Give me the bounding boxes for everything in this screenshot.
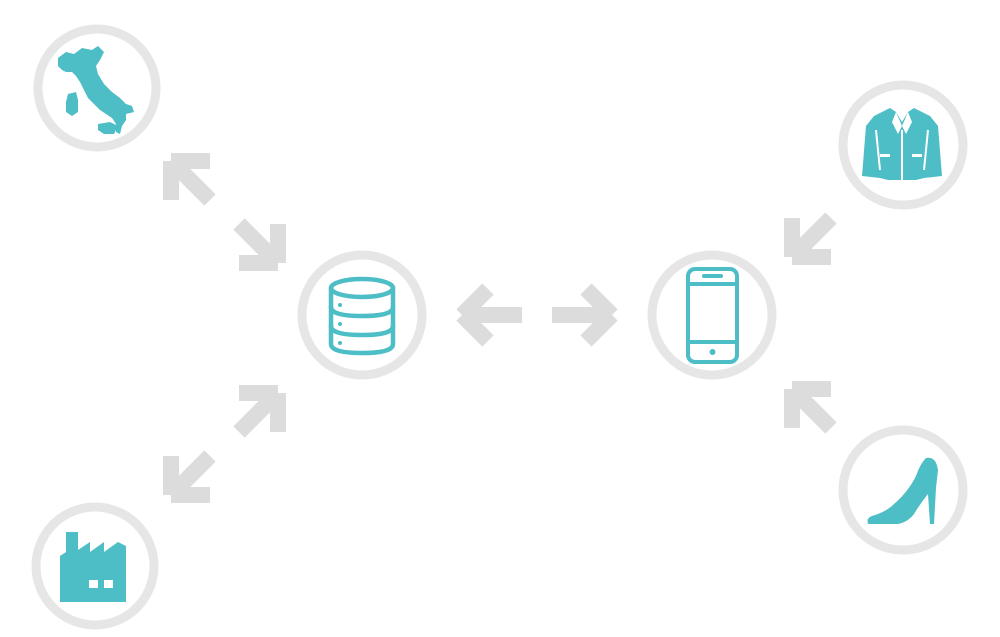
smartphone-icon	[686, 267, 739, 364]
arrow-jacket-to-smartphone	[784, 212, 837, 265]
ring	[838, 425, 968, 555]
node-database	[297, 250, 427, 380]
nodes	[31, 24, 968, 630]
arrow-factory-to-database-forward	[233, 385, 286, 438]
ring	[297, 250, 427, 380]
ring	[838, 80, 968, 210]
node-factory	[31, 502, 159, 630]
arrows	[163, 153, 837, 503]
arrow-database-to-smartphone-right	[552, 283, 618, 347]
node-smartphone	[647, 250, 777, 380]
arrow-database-to-smartphone-left	[456, 283, 522, 347]
node-italy	[33, 24, 161, 152]
arrow-italy-to-database-back	[163, 153, 216, 206]
italy-map-icon	[58, 46, 134, 134]
arrow-factory-to-database-back	[163, 450, 216, 503]
ring	[33, 24, 161, 152]
node-shoe	[838, 425, 968, 555]
factory-icon	[60, 532, 126, 602]
high-heel-shoe-icon	[867, 457, 938, 524]
database-icon	[328, 276, 396, 356]
ring	[31, 502, 159, 630]
arrow-shoe-to-smartphone	[784, 381, 837, 434]
node-jacket	[838, 80, 968, 210]
ring	[647, 250, 777, 380]
jacket-icon	[862, 108, 942, 180]
arrow-italy-to-database-forward	[233, 218, 286, 271]
